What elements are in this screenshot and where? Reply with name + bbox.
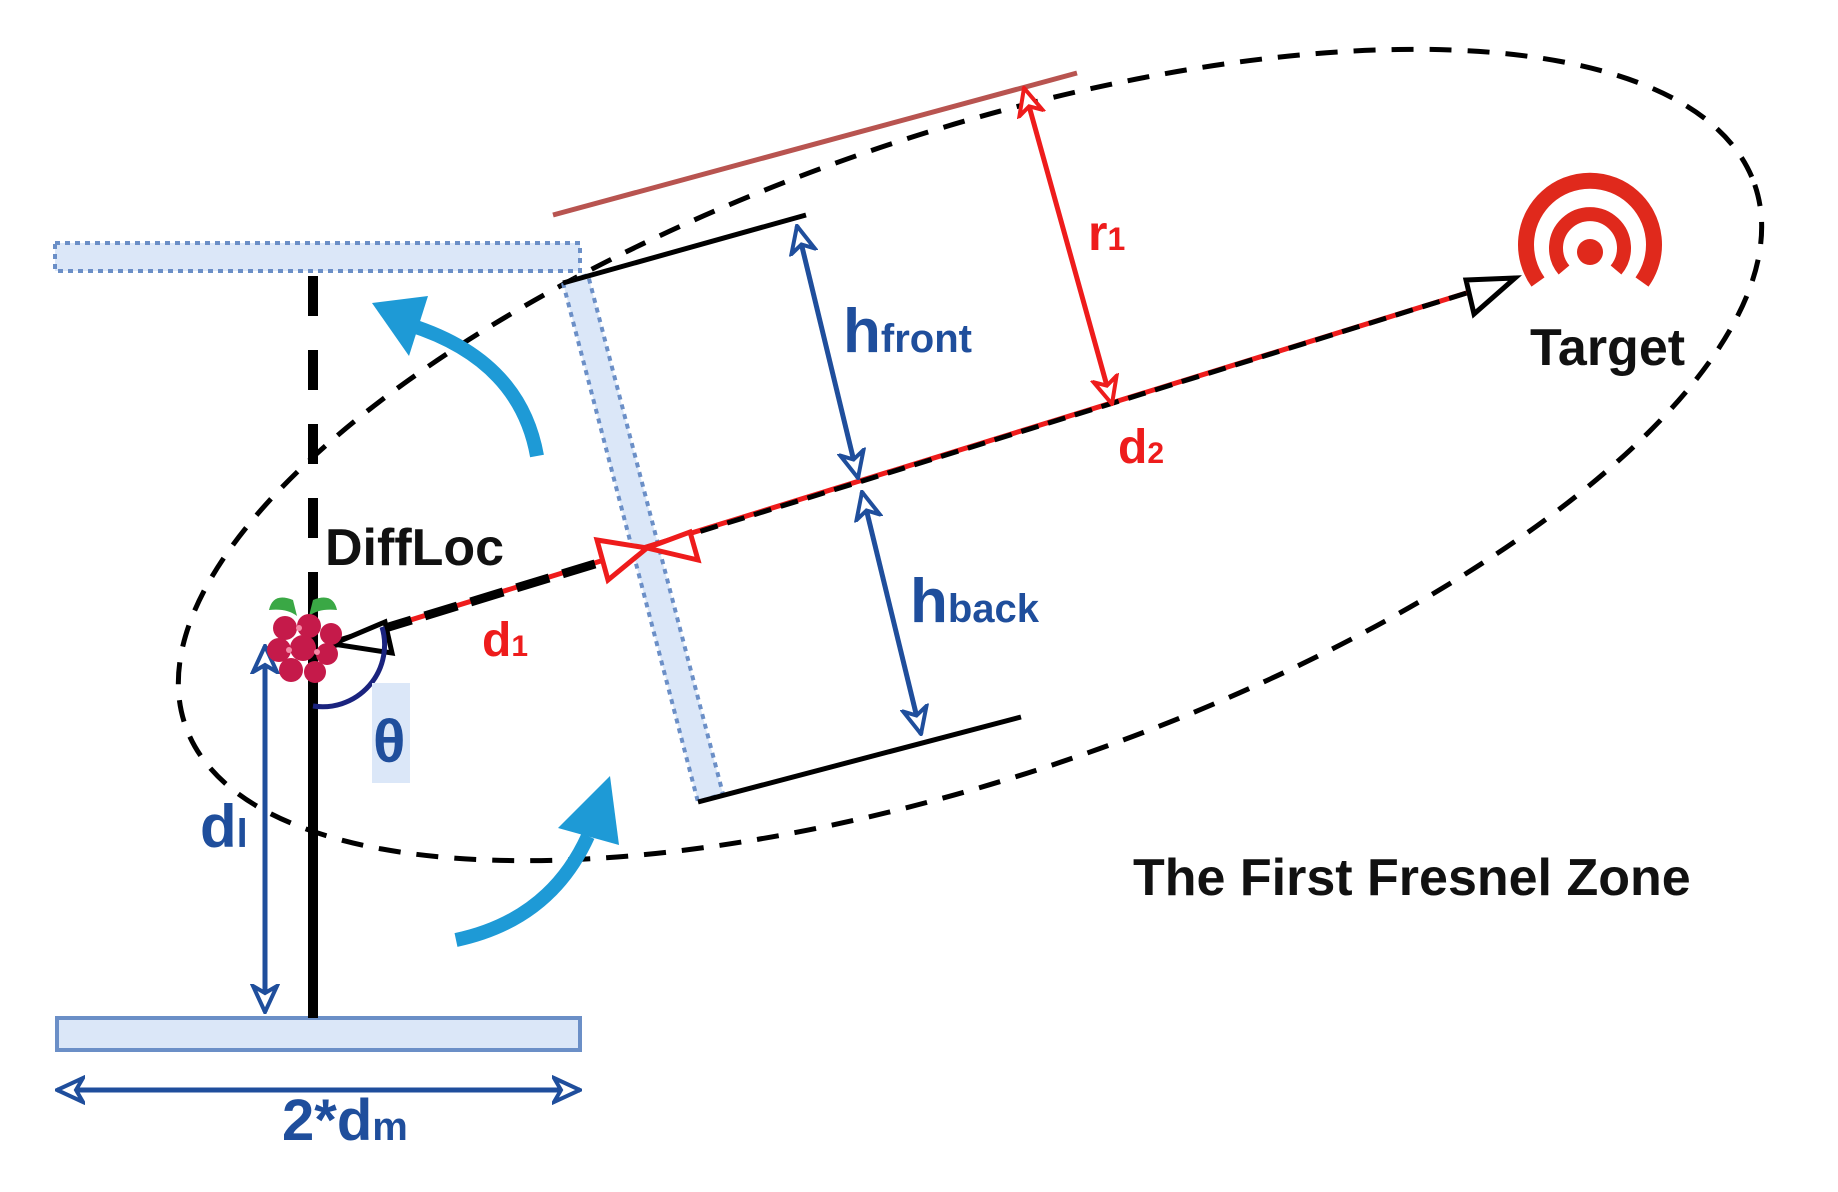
theta-highlight: [372, 683, 410, 783]
hback-label: hback: [910, 567, 1040, 636]
rotation-arrow-upper-head: [372, 296, 428, 356]
raspberry-pi-icon: [267, 597, 342, 683]
dm-label: 2*dm: [282, 1088, 408, 1153]
crossing-left-triangle: [593, 536, 653, 585]
theta-label: θ: [373, 708, 405, 775]
theta-arc: [312, 626, 388, 710]
hfront-arrow: [797, 226, 858, 478]
hback-arrow: [862, 492, 921, 734]
tilted-panel: [560, 272, 726, 805]
target-arrowhead: [1462, 275, 1522, 319]
floor-panel: [55, 1016, 582, 1052]
rotation-arrow-lower: [454, 833, 595, 947]
d2-label: d2: [1118, 421, 1164, 474]
r1-label: r1: [1088, 205, 1125, 261]
top-panel: [53, 241, 582, 273]
upper-reflector-line: [552, 70, 1078, 218]
target-label: Target: [1530, 319, 1685, 377]
device-arrowhead: [323, 618, 396, 657]
dl-label: dl: [200, 793, 248, 860]
signal-path-black-d2: [646, 275, 1516, 551]
fresnel-zone-ellipse: [175, 46, 1765, 864]
hfront-label: hfront: [843, 297, 972, 366]
r1-arrow: [1024, 88, 1112, 404]
front-bracket-line: [562, 212, 807, 286]
crossing-right-triangle: [638, 528, 702, 564]
fresnel-zone-label: The First Fresnel Zone: [1133, 849, 1691, 907]
radio-target-icon: [1518, 172, 1662, 287]
d1-label: d1: [482, 614, 528, 667]
device-label: DiffLoc: [325, 519, 504, 577]
back-bracket-line: [697, 714, 1022, 805]
rotation-arrow-upper: [407, 318, 544, 458]
rotation-arrow-lower-head: [558, 776, 619, 845]
